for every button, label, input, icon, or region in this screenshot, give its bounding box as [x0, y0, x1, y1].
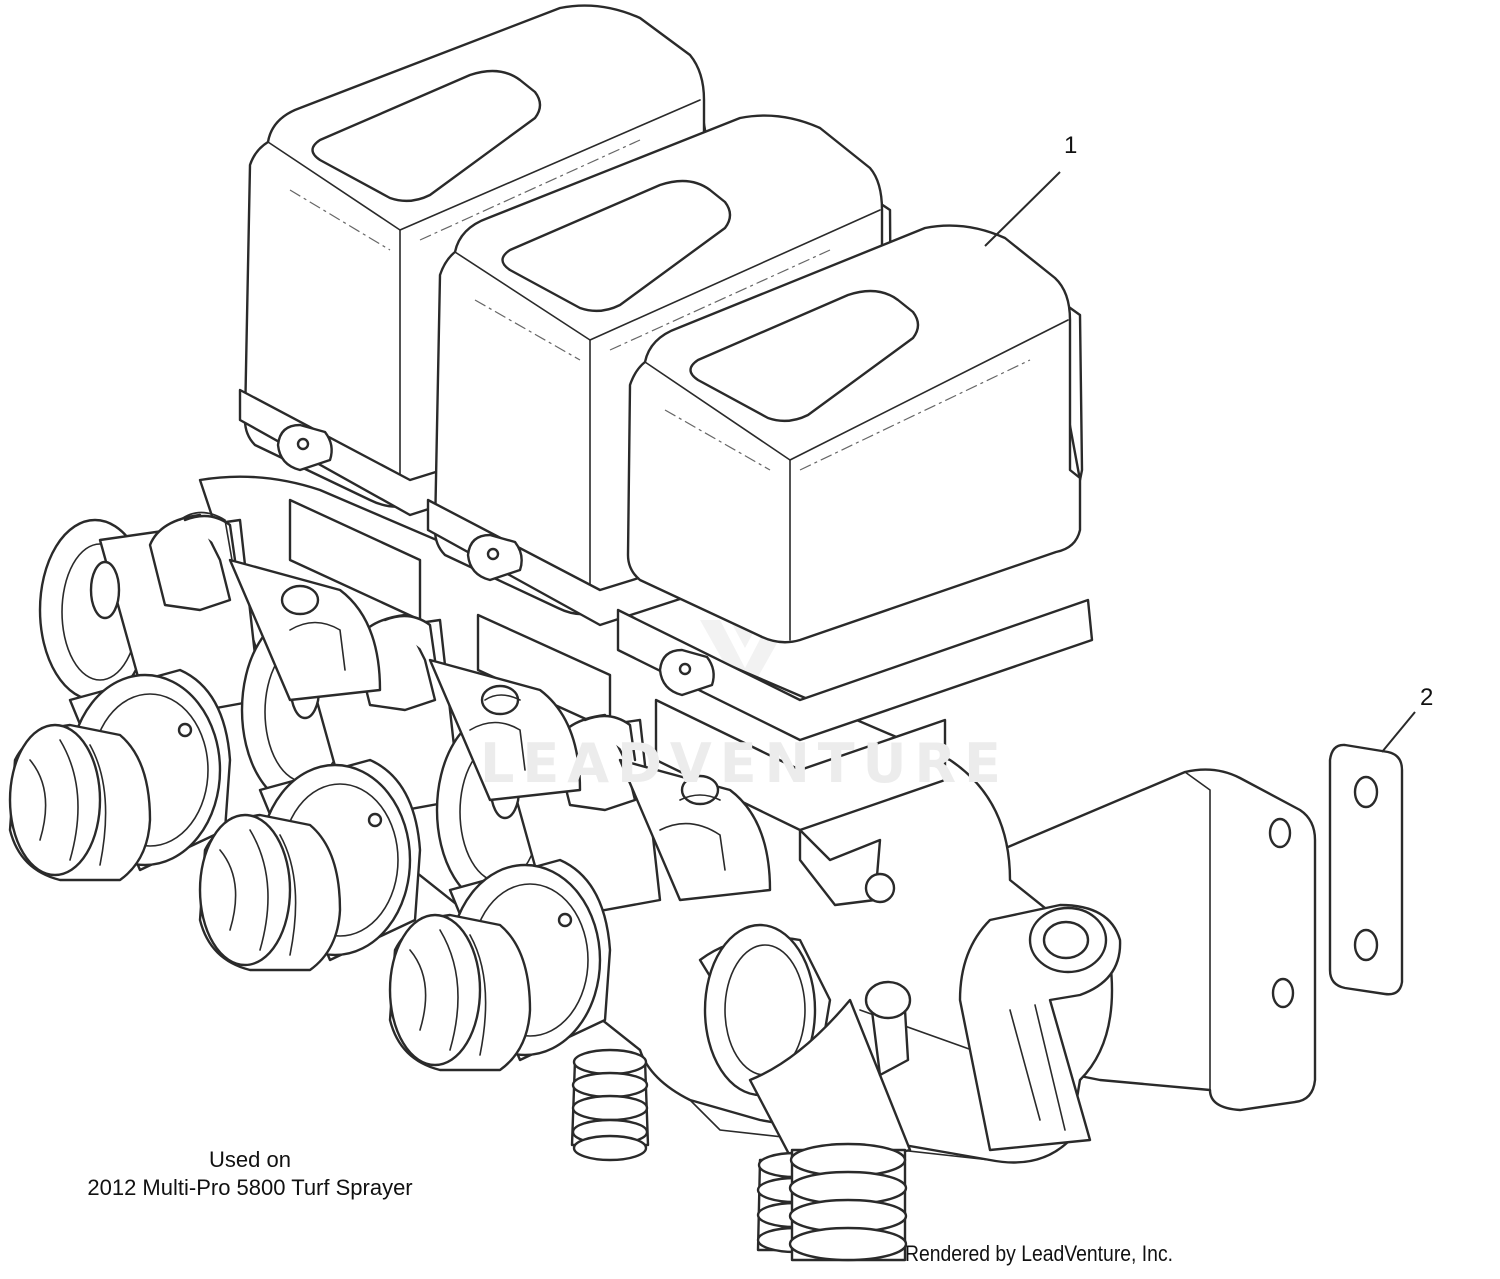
hose-barb-left [570, 1048, 650, 1162]
watermark-text: LEADVENTURE [480, 732, 1009, 795]
usage-line-2: 2012 Multi-Pro 5800 Turf Sprayer [87, 1175, 413, 1200]
hose-barb-front [788, 1142, 908, 1262]
knob-assembly-2 [198, 758, 422, 972]
usage-note: Used on 2012 Multi-Pro 5800 Turf Sprayer [30, 1146, 470, 1202]
leader-line-2 [1381, 711, 1416, 753]
usage-line-1: Used on [209, 1147, 291, 1172]
render-credit: Rendered by LeadVenture, Inc. [905, 1241, 1174, 1266]
leader-line-1 [984, 171, 1061, 247]
elbow-fitting [698, 923, 912, 1177]
callout-1: 1 [1064, 132, 1078, 159]
callout-2: 2 [1420, 684, 1434, 711]
valve-body-rear [228, 558, 772, 902]
actuator-housing-3 [616, 224, 1094, 907]
outlet-port [958, 903, 1122, 1152]
clamp-straps [179, 511, 726, 871]
gasket-plate [1328, 743, 1404, 996]
knob-assembly-3 [388, 858, 612, 1072]
knob-assembly-1 [8, 668, 232, 882]
